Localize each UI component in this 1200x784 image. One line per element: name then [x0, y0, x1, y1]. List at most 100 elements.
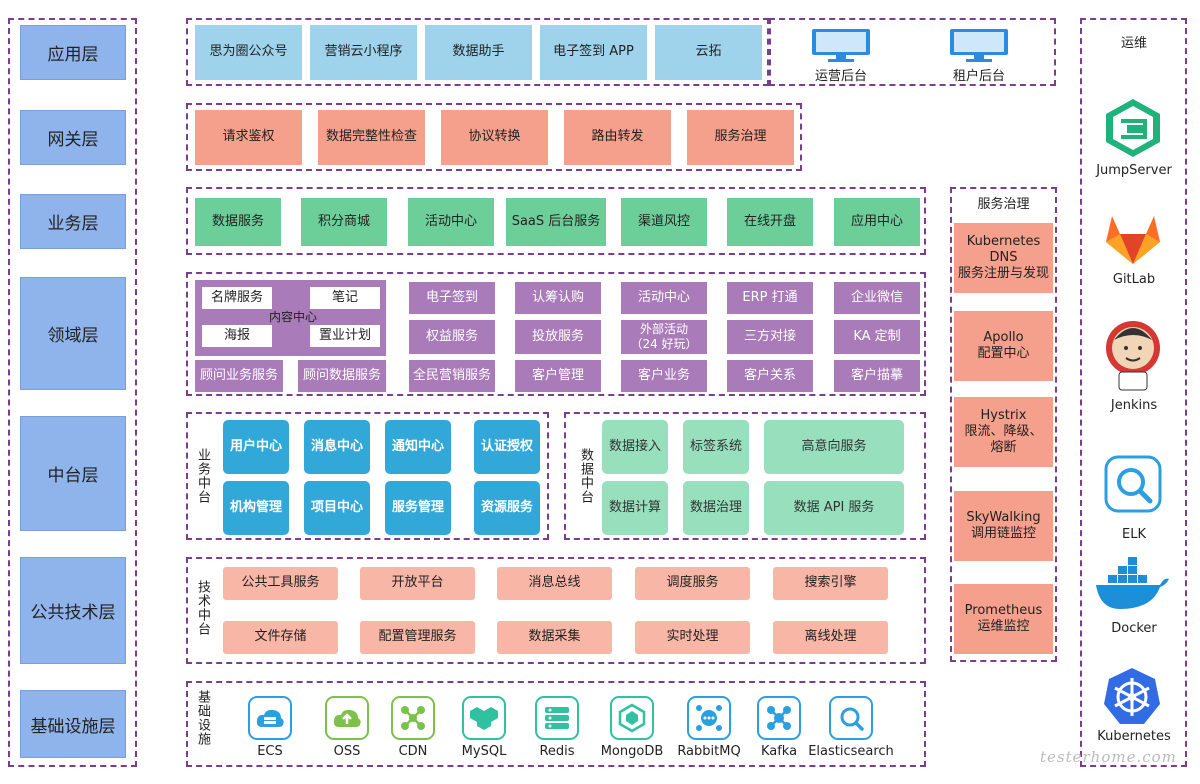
governance-group [950, 187, 1057, 662]
watermark: testerhome.com [1040, 748, 1177, 766]
business-item: 数据服务 [195, 198, 281, 246]
app-item: 数据助手 [425, 25, 532, 80]
tech-item: 搜索引擎 [773, 567, 888, 600]
monitor-icon [812, 29, 870, 62]
middle-biz-item: 服务管理 [385, 481, 451, 535]
tech-item: 开放平台 [360, 567, 475, 600]
layers-column [8, 18, 137, 767]
middle-biz-item: 机构管理 [223, 481, 289, 535]
middle-data-item: 数据 API 服务 [764, 481, 904, 535]
business-item: 应用中心 [834, 198, 920, 246]
ops-label: Jenkins [1110, 398, 1158, 413]
domain-item: 三方对接 [727, 320, 813, 354]
layer-tech: 公共技术层 [20, 557, 126, 664]
business-item: 活动中心 [408, 198, 494, 246]
ops-label: Docker [1111, 621, 1157, 636]
governance-title: 服务治理 [977, 196, 1030, 212]
domain-layer-group [186, 272, 926, 396]
gateway-item: 请求鉴权 [195, 110, 302, 165]
gateway-item: 服务治理 [687, 110, 794, 165]
tech-item: 数据采集 [497, 621, 612, 654]
infra-label-6: RabbitMQ [677, 744, 741, 759]
elk-icon [1104, 455, 1162, 513]
infra-label-7: Kafka [760, 744, 798, 759]
layer-infra: 基础设施层 [20, 690, 126, 758]
tech-item: 实时处理 [635, 621, 750, 654]
data-middle-group [564, 412, 926, 540]
layer-domain: 领域层 [20, 277, 126, 390]
infra-label-4: Redis [539, 744, 575, 759]
business-item: 在线开盘 [727, 198, 813, 246]
tech-layer-group [186, 557, 926, 664]
backend-label: 运营后台 [814, 69, 867, 84]
ops-title: 运维 [1120, 36, 1147, 51]
infra-label-2: CDN [398, 744, 428, 759]
tech-item: 消息总线 [497, 567, 612, 600]
mysql-icon [462, 696, 506, 740]
middle-biz-item: 用户中心 [223, 420, 289, 474]
tech-item: 文件存储 [223, 621, 338, 654]
governance-item: Apollo 配置中心 [954, 311, 1053, 381]
domain-item: 认筹认购 [515, 282, 601, 314]
ops-label: Kubernetes [1097, 729, 1171, 744]
business-item: 渠道风控 [621, 198, 707, 246]
app-item: 云拓 [655, 25, 762, 80]
middle-data-item: 标签系统 [683, 420, 749, 474]
ops-group [1080, 18, 1187, 767]
content-center-label: 内容中心 [268, 309, 317, 324]
business-item: 积分商城 [301, 198, 387, 246]
domain-item: 顾问业务服务 [195, 360, 283, 392]
layer-business: 业务层 [20, 194, 126, 249]
governance-item: Hystrix 限流、降级、 熔断 [954, 397, 1053, 467]
gateway-layer-group [186, 103, 802, 171]
mongodb-icon [610, 696, 654, 740]
docker-icon [1096, 557, 1169, 609]
domain-item: 电子签到 [409, 282, 495, 314]
middle-data-item: 高意向服务 [764, 420, 904, 474]
kafka-icon [757, 696, 801, 740]
kubernetes-icon [1104, 668, 1160, 724]
middle-data-item: 数据接入 [602, 420, 668, 474]
infra-layer-group [186, 681, 926, 767]
layer-middle: 中台层 [20, 416, 126, 531]
cloud-storage-icon [325, 696, 369, 740]
domain-item: ERP 打通 [727, 282, 813, 314]
domain-item: 企业微信 [834, 282, 920, 314]
middle-data-item: 数据计算 [602, 481, 668, 535]
jenkins-icon [1106, 321, 1160, 391]
infra-label-1: OSS [333, 744, 361, 759]
middle-biz-item: 消息中心 [304, 420, 370, 474]
domain-item: 活动中心 [621, 282, 707, 314]
infra-label-0: ECS [257, 744, 283, 759]
content-center-item: 置业计划 [310, 325, 380, 347]
business-layer-group [186, 187, 926, 255]
tech-label: 技术中台 [195, 580, 210, 636]
infra-label: 基础设施 [195, 690, 210, 746]
business-middle-group [186, 412, 549, 540]
business-item: SaaS 后台服务 [506, 198, 606, 246]
app-item: 思为圈公众号 [195, 25, 302, 80]
ops-label: GitLab [1112, 272, 1156, 287]
domain-item: 全民营销服务 [409, 360, 495, 392]
domain-item: 客户描摹 [834, 360, 920, 392]
app-item: 营销云小程序 [310, 25, 417, 80]
data-middle-label: 数据中台 [578, 448, 593, 504]
domain-item: 权益服务 [409, 320, 495, 354]
app-item: 电子签到 APP [540, 25, 647, 80]
tech-item: 配置管理服务 [360, 621, 475, 654]
domain-item: 外部活动 （24 好玩） [621, 320, 707, 354]
app-layer-group [186, 18, 769, 86]
content-center-item: 笔记 [310, 287, 380, 309]
monitor-icon [950, 29, 1008, 62]
domain-item: 顾问数据服务 [298, 360, 386, 392]
domain-item: 客户关系 [727, 360, 813, 392]
content-center-item: 名牌服务 [202, 287, 272, 309]
infra-label-3: MySQL [461, 744, 507, 759]
infra-label-5: MongoDB [600, 744, 664, 759]
elasticsearch-icon [829, 696, 873, 740]
backend-label: 租户后台 [952, 69, 1005, 84]
domain-item: 客户管理 [515, 360, 601, 392]
middle-data-item: 数据治理 [683, 481, 749, 535]
domain-item: 客户业务 [621, 360, 707, 392]
ops-label: ELK [1122, 527, 1146, 542]
